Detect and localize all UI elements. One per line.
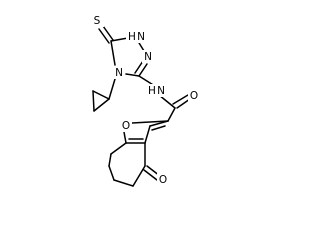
bond-c7-c6: [108, 153, 112, 167]
atom-label-ring-nh-h: H: [128, 31, 136, 43]
bond-n4-c5: [110, 40, 116, 66]
bond-c-s-double-1: [102, 25, 114, 41]
bond-ketone-o-double-2: [143, 169, 158, 181]
bond-c3-n4: [125, 73, 140, 77]
bond-c3-c3a: [144, 125, 151, 144]
atom-label-furan-oxygen: O: [122, 120, 130, 132]
bond-carbonyl-o-double-2: [172, 94, 189, 105]
atom-label-amide-oxygen: O: [190, 90, 198, 102]
bond-carbonyl-furan: [167, 107, 176, 122]
bond-c6-c5: [108, 165, 115, 181]
bond-cyclopropyl-1: [92, 90, 110, 100]
bond-n2-c3-double-2: [134, 60, 144, 74]
bond-o-c2: [131, 120, 169, 124]
bond-c4-ring-ketone: [132, 165, 146, 187]
bond-c2-c3-double-2: [151, 125, 166, 131]
bond-nh-carbonyl: [158, 94, 176, 109]
bond-cyclopropyl-3: [93, 98, 110, 112]
atom-label-ring-nh-n: N: [137, 31, 145, 43]
bond-c7a-c7: [110, 142, 127, 155]
bond-n4-cyclopropyl: [108, 78, 116, 100]
atom-label-sulfur: S: [94, 15, 101, 27]
bonds: [92, 25, 191, 187]
atom-labels: S H N N N H N O O O: [91, 14, 200, 186]
atom-label-ring-n-cyclopropyl: N: [115, 67, 123, 79]
chemical-structure: S H N N N H N O O O: [91, 14, 200, 187]
bond-n2-c3-double-1: [138, 63, 148, 77]
atom-label-ketone-oxygen: O: [159, 174, 167, 186]
atom-label-amide-h: H: [148, 85, 156, 97]
bond-c5-n1: [110, 37, 129, 42]
bond-c7a-o: [123, 131, 127, 144]
bond-c-s-double-2: [98, 28, 110, 44]
bond-c5-c4: [113, 179, 134, 187]
atom-label-ring-n: N: [144, 51, 152, 63]
bond-cyclopropyl-2: [92, 90, 95, 112]
bond-carbonyl-o-double-1: [176, 98, 191, 109]
atom-label-amide-n: N: [157, 85, 165, 97]
